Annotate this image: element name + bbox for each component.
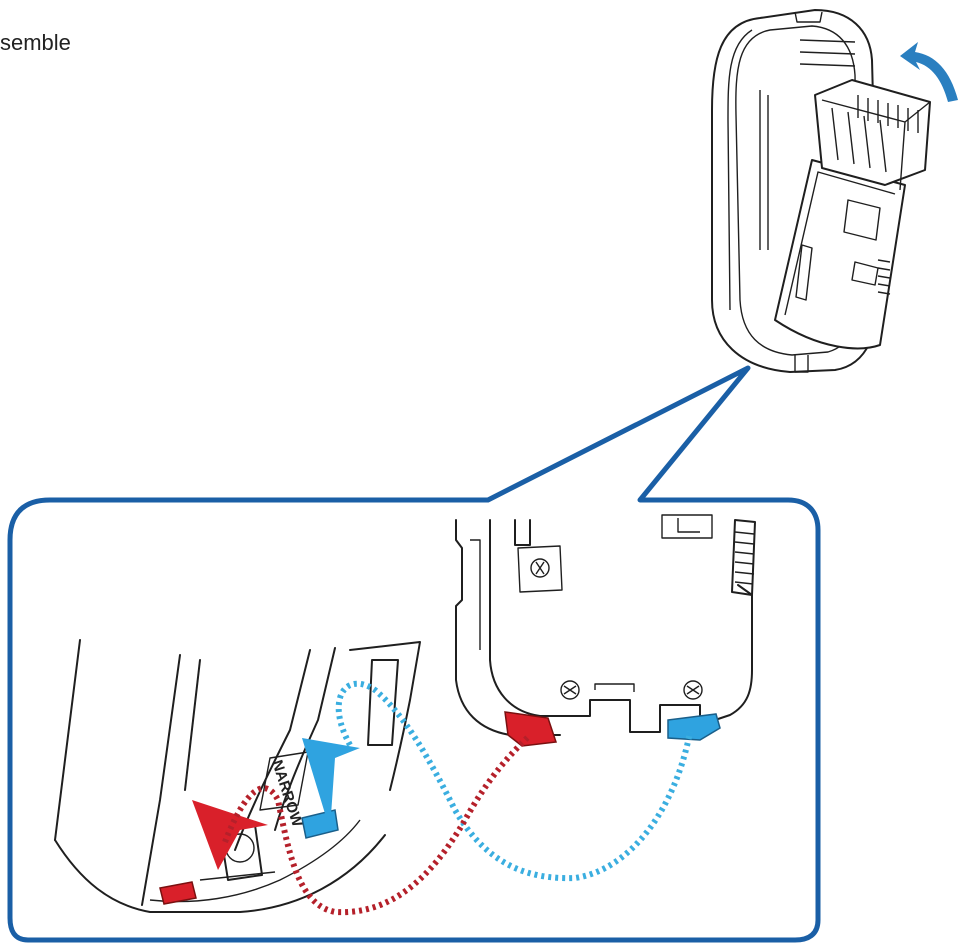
zoom-callout [7, 365, 821, 943]
red-dotted-path [222, 732, 533, 916]
board-detail [455, 514, 756, 747]
terminal-pins [857, 95, 919, 133]
blue-arrow-icon [302, 738, 360, 830]
housing-detail: NARROW [54, 639, 421, 913]
red-tab-board [504, 711, 558, 747]
blue-tab-housing [301, 809, 339, 839]
rotate-arrow-icon [900, 42, 958, 102]
red-tab-housing [159, 881, 197, 905]
blue-tab-board [667, 713, 721, 741]
circuit-board [774, 79, 931, 350]
screw-icon [560, 680, 703, 700]
step-heading: semble [0, 30, 71, 55]
blue-dotted-path [335, 680, 693, 882]
